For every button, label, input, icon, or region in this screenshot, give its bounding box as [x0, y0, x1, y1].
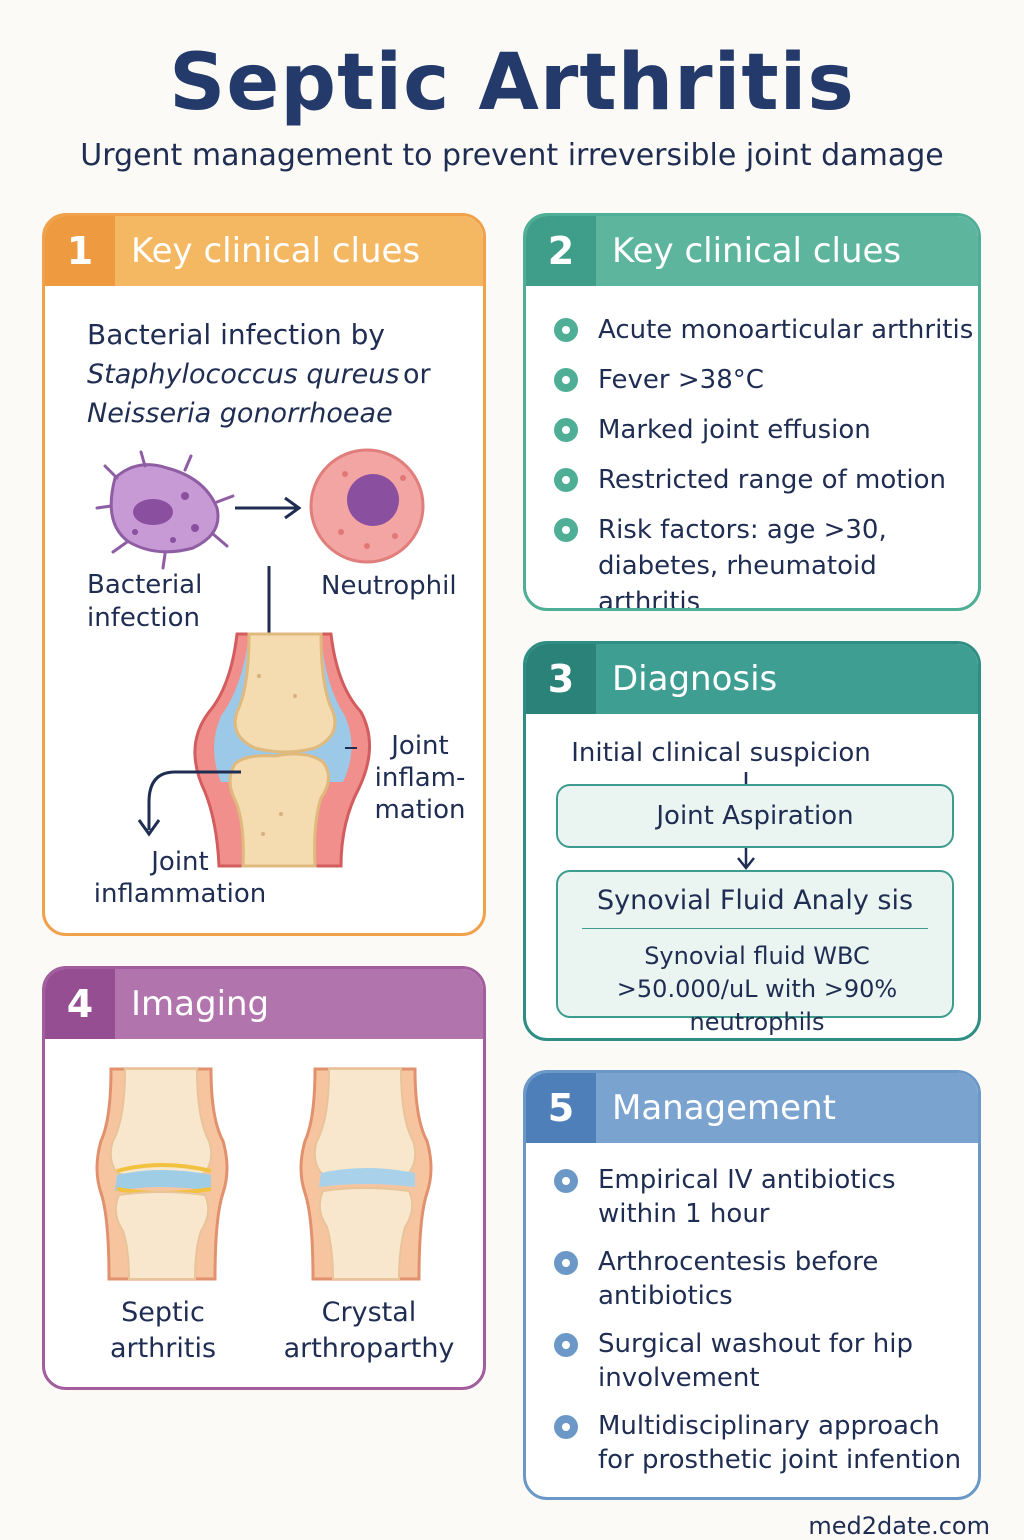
- list-item: Surgical washout for hip involvement: [526, 1327, 978, 1395]
- or-text: or: [403, 359, 431, 390]
- card-number: 5: [526, 1073, 596, 1143]
- list-item: Fever >38°C: [526, 362, 978, 398]
- pathogenesis-illustration: [95, 448, 425, 868]
- card-title: Management: [612, 1088, 836, 1128]
- card-number: 1: [45, 216, 115, 286]
- step-synovial-fluid-analysis: Synovial Fluid Analy sis Synovial fluid …: [556, 870, 954, 1036]
- list-item: Acute monoarticular arthritis: [526, 312, 978, 348]
- card-header: 2 Key clinical clues: [526, 216, 978, 286]
- bullet-icon: [554, 1333, 578, 1357]
- bullet-icon: [554, 1415, 578, 1439]
- inflamed-joint-icon: [193, 632, 371, 868]
- clinical-clues-list: Acute monoarticular arthritis Fever >38°…: [526, 312, 978, 608]
- list-item: Multidisciplinary approach for prostheti…: [526, 1409, 978, 1477]
- card-header: 5 Management: [526, 1073, 978, 1143]
- flow-connectors: [737, 772, 755, 871]
- label-joint-inflammation-right: Joint inflam- mation: [374, 731, 466, 825]
- card-title: Key clinical clues: [131, 231, 421, 271]
- card-number: 4: [45, 969, 115, 1039]
- curved-arrow-icon: [137, 770, 241, 837]
- bullet-icon: [554, 318, 578, 342]
- bullet-icon: [554, 1169, 578, 1193]
- synovial-detail: Synovial fluid WBC >50.000/uL with >90% …: [616, 942, 898, 1036]
- card-number: 3: [526, 644, 596, 714]
- arrow-icon: [235, 496, 302, 520]
- card-imaging: 4 Imaging Septic arthritis Crystal arthr…: [42, 966, 486, 1390]
- bullet-icon: [554, 1251, 578, 1275]
- label-septic-arthritis: Septic arthritis: [109, 1297, 217, 1364]
- list-item: Risk factors: age >30, diabetes, rheumat…: [526, 512, 978, 608]
- page-subtitle: Urgent management to prevent irreversibl…: [80, 138, 944, 173]
- management-list: Empirical IV antibiotics within 1 hour A…: [526, 1163, 978, 1491]
- card-number: 2: [526, 216, 596, 286]
- list-item: Arthrocentesis before antibiotics: [526, 1245, 978, 1313]
- label-crystal-arthropathy: Crystal arthroparthy: [283, 1297, 455, 1364]
- organism-staph: Staphylococcus qureus: [87, 359, 400, 390]
- list-item: Restricted range of motion: [526, 462, 978, 498]
- bullet-icon: [554, 468, 578, 492]
- intro-text: Bacterial infection by: [87, 318, 385, 351]
- page-title: Septic Arthritis: [169, 38, 855, 128]
- label-neutrophil: Neutrophil: [321, 571, 457, 601]
- card-title: Key clinical clues: [612, 231, 902, 271]
- list-item: Empirical IV antibiotics within 1 hour: [526, 1163, 978, 1231]
- bullet-icon: [554, 518, 578, 542]
- label-joint-inflammation-bottom: Joint inflammation: [93, 847, 267, 909]
- footer-site[interactable]: med2date.com: [808, 1512, 990, 1540]
- list-item: Marked joint effusion: [526, 412, 978, 448]
- divider: [582, 928, 928, 929]
- organism-neisseria: Neisseria gonorrhoeae: [87, 398, 393, 429]
- card-diagnosis: 3 Diagnosis Initial clinical suspicion J…: [523, 641, 981, 1041]
- crystal-knee-icon: [299, 1067, 433, 1281]
- card-clinical-clues-2: 2 Key clinical clues Acute monoarticular…: [523, 213, 981, 611]
- neutrophil-icon: [309, 448, 425, 564]
- card-title: Diagnosis: [612, 659, 778, 699]
- bullet-icon: [554, 368, 578, 392]
- card-title: Imaging: [131, 984, 270, 1024]
- card-header: 4 Imaging: [45, 969, 483, 1039]
- bacterium-icon: [95, 450, 235, 570]
- septic-knee-icon: [95, 1067, 229, 1281]
- step-joint-aspiration: Joint Aspiration: [556, 784, 954, 848]
- card-header: 3 Diagnosis: [526, 644, 978, 714]
- card-clinical-clues-1: 1 Key clinical clues Bacterial infection…: [42, 213, 486, 936]
- label-bacterial-infection: Bacterial infection: [87, 570, 203, 633]
- imaging-illustrations: [95, 1067, 433, 1281]
- step-initial-suspicion: Initial clinical suspicion: [571, 738, 871, 768]
- card-management: 5 Management Empirical IV antibiotics wi…: [523, 1070, 981, 1500]
- bullet-icon: [554, 418, 578, 442]
- card-header: 1 Key clinical clues: [45, 216, 483, 286]
- synovial-title: Synovial Fluid Analy sis: [596, 885, 914, 916]
